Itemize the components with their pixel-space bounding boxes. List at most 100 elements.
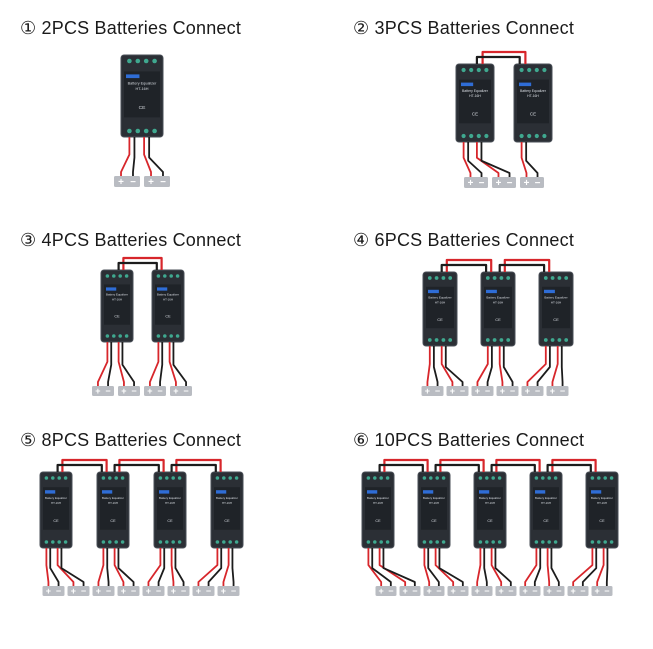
section-title-1: ① 2PCS Batteries Connect [20,18,242,38]
ce-mark: CE [530,111,536,116]
battery-body [142,586,165,596]
terminal-top [448,276,453,280]
battery-minus-label: − [508,586,513,596]
ce-mark: CE [165,314,171,318]
terminal-bottom [379,540,383,544]
device-model: HT-16H [51,501,61,505]
brand-logo [423,490,434,494]
terminal-bottom [163,334,167,338]
terminal-bottom [101,540,106,544]
terminal-top [478,476,483,480]
device-model: HT-16H [429,501,439,505]
device-name: Battery Equalizer [462,89,489,93]
device-name: Battery Equalizer [591,496,613,500]
terminal-top [547,476,551,480]
battery-minus-label: − [157,386,162,396]
terminal-top [557,276,562,280]
terminal-top [427,276,432,280]
battery-body [114,176,140,187]
battery-plus-label: + [146,586,151,596]
terminal-bottom [152,128,157,134]
red-wire [367,548,383,586]
terminal-top [550,276,555,280]
battery: +− [144,386,166,396]
battery-minus-label: − [485,386,490,396]
terminal-top [564,276,569,280]
battery-minus-label: − [535,386,540,396]
terminal-top [609,476,614,480]
terminal-top [543,276,548,280]
battery-minus-label: − [156,586,161,596]
terminal-top [63,476,68,480]
battery-minus-label: − [510,386,515,396]
device-model: HT-16H [373,501,383,505]
device-name: Battery Equalizer [157,293,179,297]
terminal-bottom [124,334,129,338]
red-wire [149,342,160,386]
device-name: Battery Equalizer [159,496,181,500]
terminal-bottom [112,334,116,338]
terminal-bottom [492,338,497,342]
battery-body [192,586,215,596]
terminal-top [461,67,466,73]
terminal-bottom [222,540,226,544]
black-wire [132,137,136,176]
red-wire [45,548,50,586]
ce-mark: CE [599,519,605,523]
terminal-top [422,476,427,480]
terminal-bottom [564,338,569,342]
terminal-top [590,476,595,480]
battery-plus-label: + [118,177,124,188]
terminal-bottom [385,540,390,544]
terminal-top [135,58,141,64]
red-wire [113,548,125,586]
battery-plus-label: + [450,386,455,396]
terminal-top [143,58,149,64]
red-wire [147,548,162,586]
battery-plus-label: + [173,386,178,396]
battery: +− [67,586,90,596]
black-wire [207,548,223,586]
battery: +− [42,586,65,596]
ce-mark: CE [110,519,116,523]
brand-logo [461,82,474,87]
battery-plus-label: + [148,177,154,188]
front-panel [421,487,447,530]
terminal-top [234,476,239,480]
battery: +− [118,386,140,396]
battery-minus-label: − [81,586,86,596]
terminal-top [120,476,125,480]
black-wire [231,548,235,586]
terminal-top [534,476,539,480]
front-panel [214,487,240,530]
terminal-top [169,274,173,278]
battery-minus-label: − [460,386,465,396]
section-title-4: ④ 6PCS Batteries Connect [353,230,575,250]
black-wire [525,142,539,177]
terminal-top [156,274,161,278]
red-wire [476,548,482,586]
section-title-3: ③ 4PCS Batteries Connect [20,230,242,250]
red-wire [572,548,594,586]
black-wire [117,548,135,586]
battery-plus-label: + [196,586,201,596]
black-wire [581,548,598,586]
battery-plus-label: + [96,586,101,596]
terminal-bottom [441,338,446,342]
black-wire [106,548,110,586]
battery: +− [546,386,569,396]
red-wire [490,548,503,586]
front-panel [100,487,126,530]
terminal-top [484,67,489,73]
terminal-top [476,67,481,73]
battery-body [464,177,488,188]
device-model: HT-16H [165,501,175,505]
battery-minus-label: − [507,178,513,189]
ce-mark: CE [53,519,59,523]
